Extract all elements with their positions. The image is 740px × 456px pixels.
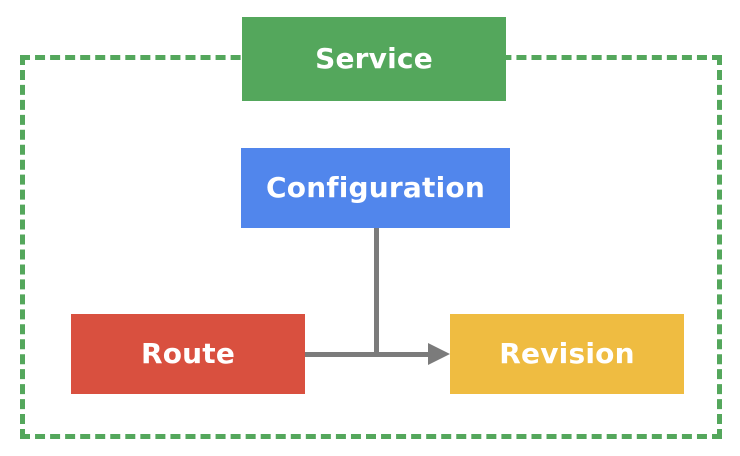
arrow-head-icon [428,343,450,365]
node-service-label: Service [315,42,433,75]
node-configuration[interactable]: Configuration [241,148,510,228]
node-revision[interactable]: Revision [450,314,684,394]
node-configuration-label: Configuration [266,171,485,204]
node-route[interactable]: Route [71,314,305,394]
node-revision-label: Revision [499,337,635,370]
connector-configuration-vertical [373,228,379,356]
connector-route-to-revision [305,352,429,357]
node-service[interactable]: Service [242,17,506,101]
node-route-label: Route [140,337,236,370]
